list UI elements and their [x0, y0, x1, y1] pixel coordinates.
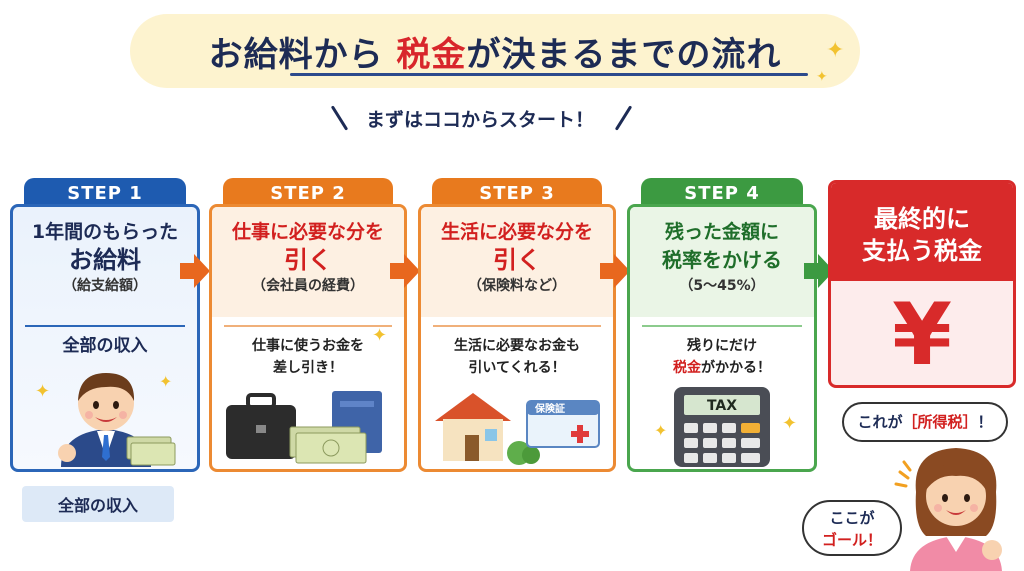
bubble1-pre: これが — [857, 413, 903, 431]
step-1-card: 1年間のもらった お給料 （給支給額） 全部の収入 ✦ ✦ — [10, 204, 200, 472]
step-4-body-line2: 税金がかかる！ — [630, 357, 814, 379]
title-accent: 税金 — [396, 34, 467, 75]
final-line2: 支払う税金 — [862, 237, 982, 265]
sparkle-icon: ✦ — [35, 381, 50, 402]
sparkle-icon: ✦ — [372, 325, 388, 346]
sparkle-icon: ✦ — [826, 38, 845, 63]
step-4-head: 残った金額に 税率をかける （5〜45%） — [630, 207, 814, 317]
step-4-body-line1: 残りにだけ — [687, 338, 757, 354]
step-4-line1: 残った金額に — [664, 221, 779, 243]
step-1-note: （給支給額） — [63, 278, 147, 294]
step-4-note: （5〜45%） — [679, 278, 765, 294]
step-3-head: 生活に必要な分を 引く （保険料など） — [421, 207, 613, 317]
calculator-label: TAX — [707, 398, 737, 414]
sparkle-icon: ✦ — [159, 372, 172, 391]
step-2-note: （会社員の経費） — [252, 278, 364, 294]
calculator-icon: TAX — [674, 387, 770, 467]
step-4-tab: STEP 4 — [641, 178, 803, 208]
bottom-badge: 全部の収入 — [22, 486, 174, 522]
step-3-body-line1: 生活に必要なお金も — [454, 338, 580, 354]
step-4-card: 残った金額に 税率をかける （5〜45%） 残りにだけ 税金がかかる！ TAX … — [627, 204, 817, 472]
step-4-tax-word: 税金 — [673, 360, 701, 376]
sparkle-icon: ✦ — [816, 69, 828, 85]
yen-icon: ¥ — [892, 285, 952, 385]
step-1-tab: STEP 1 — [24, 178, 186, 208]
step-2-body-line2: 差し引き！ — [273, 360, 343, 376]
arrow-right-icon — [804, 254, 834, 288]
step-1-head: 1年間のもらった お給料 （給支給額） — [13, 207, 197, 317]
house-and-insurance-card-illustration: 保険証 — [435, 393, 600, 465]
bubble1-red: ［所得税］ — [902, 413, 978, 431]
subtitle: まずはココからスタート！ — [365, 108, 594, 131]
sparkle-icon: ✦ — [782, 413, 798, 434]
final-tax-box: 最終的に 支払う税金 ¥ — [828, 180, 1016, 388]
step-2-card: 仕事に必要な分を 引く （会社員の経費） 仕事に使うお金を 差し引き！ ✦ — [209, 204, 407, 472]
title-banner: お給料から 税金が決まるまでの流れ — [130, 14, 860, 88]
title-part2: が決まるまでの流れ — [466, 34, 782, 75]
step-2-body: 仕事に使うお金を 差し引き！ — [212, 335, 404, 379]
final-line1: 最終的に — [874, 205, 970, 233]
step-3-body: 生活に必要なお金も 引いてくれる！ — [421, 335, 613, 379]
step-3-divider — [433, 325, 601, 327]
arrow-right-icon — [180, 254, 210, 288]
bubble1-post: ！ — [977, 413, 993, 431]
step-1-line2: お給料 — [69, 246, 141, 274]
step-4-body: 残りにだけ 税金がかかる！ — [630, 335, 814, 379]
speech-bubble-goal: ここが ゴール！ — [802, 500, 902, 556]
final-head: 最終的に 支払う税金 — [831, 183, 1013, 281]
step-3-line2: 引く — [493, 246, 541, 274]
step-3-tab: STEP 3 — [432, 178, 602, 208]
briefcase-and-money-illustration — [226, 391, 382, 464]
arrow-right-icon — [390, 254, 420, 288]
step-4-divider — [642, 325, 802, 327]
step-4-body-rest: がかかる！ — [701, 360, 771, 376]
page-title: お給料から 税金が決まるまでの流れ — [209, 27, 782, 76]
step-2-body-line1: 仕事に使うお金を — [252, 338, 364, 354]
title-part1: お給料から — [208, 34, 397, 75]
speech-bubble-income-tax: これが［所得税］！ — [842, 402, 1008, 442]
insurance-card-label: 保険証 — [534, 402, 565, 415]
step-2-head: 仕事に必要な分を 引く （会社員の経費） — [212, 207, 404, 317]
step-4-line2: 税率をかける — [662, 248, 782, 272]
step-2-divider — [224, 325, 392, 327]
step-2-line1: 仕事に必要な分を — [231, 221, 384, 243]
step-1-divider — [25, 325, 185, 327]
woman-illustration — [894, 448, 1002, 571]
bubble2-red: ゴール！ — [821, 531, 882, 549]
businessman-illustration: ✦ ✦ — [35, 372, 176, 467]
arrow-right-icon — [600, 254, 630, 288]
bubble2-line1: ここが — [829, 509, 875, 527]
step-3-card: 生活に必要な分を 引く （保険料など） 生活に必要なお金も 引いてくれる！ 保険… — [418, 204, 616, 472]
step-2-line2: 引く — [284, 246, 332, 274]
step-3-note: （保険料など） — [468, 278, 566, 294]
sparkle-icon: ✦ — [654, 421, 668, 440]
step-3-line1: 生活に必要な分を — [440, 221, 593, 243]
step-3-body-line2: 引いてくれる！ — [468, 360, 566, 376]
step-1-body: 全部の収入 — [62, 336, 148, 356]
step-2-tab: STEP 2 — [223, 178, 393, 208]
title-underline — [290, 73, 808, 76]
step-1-line1: 1年間のもらった — [31, 221, 179, 243]
